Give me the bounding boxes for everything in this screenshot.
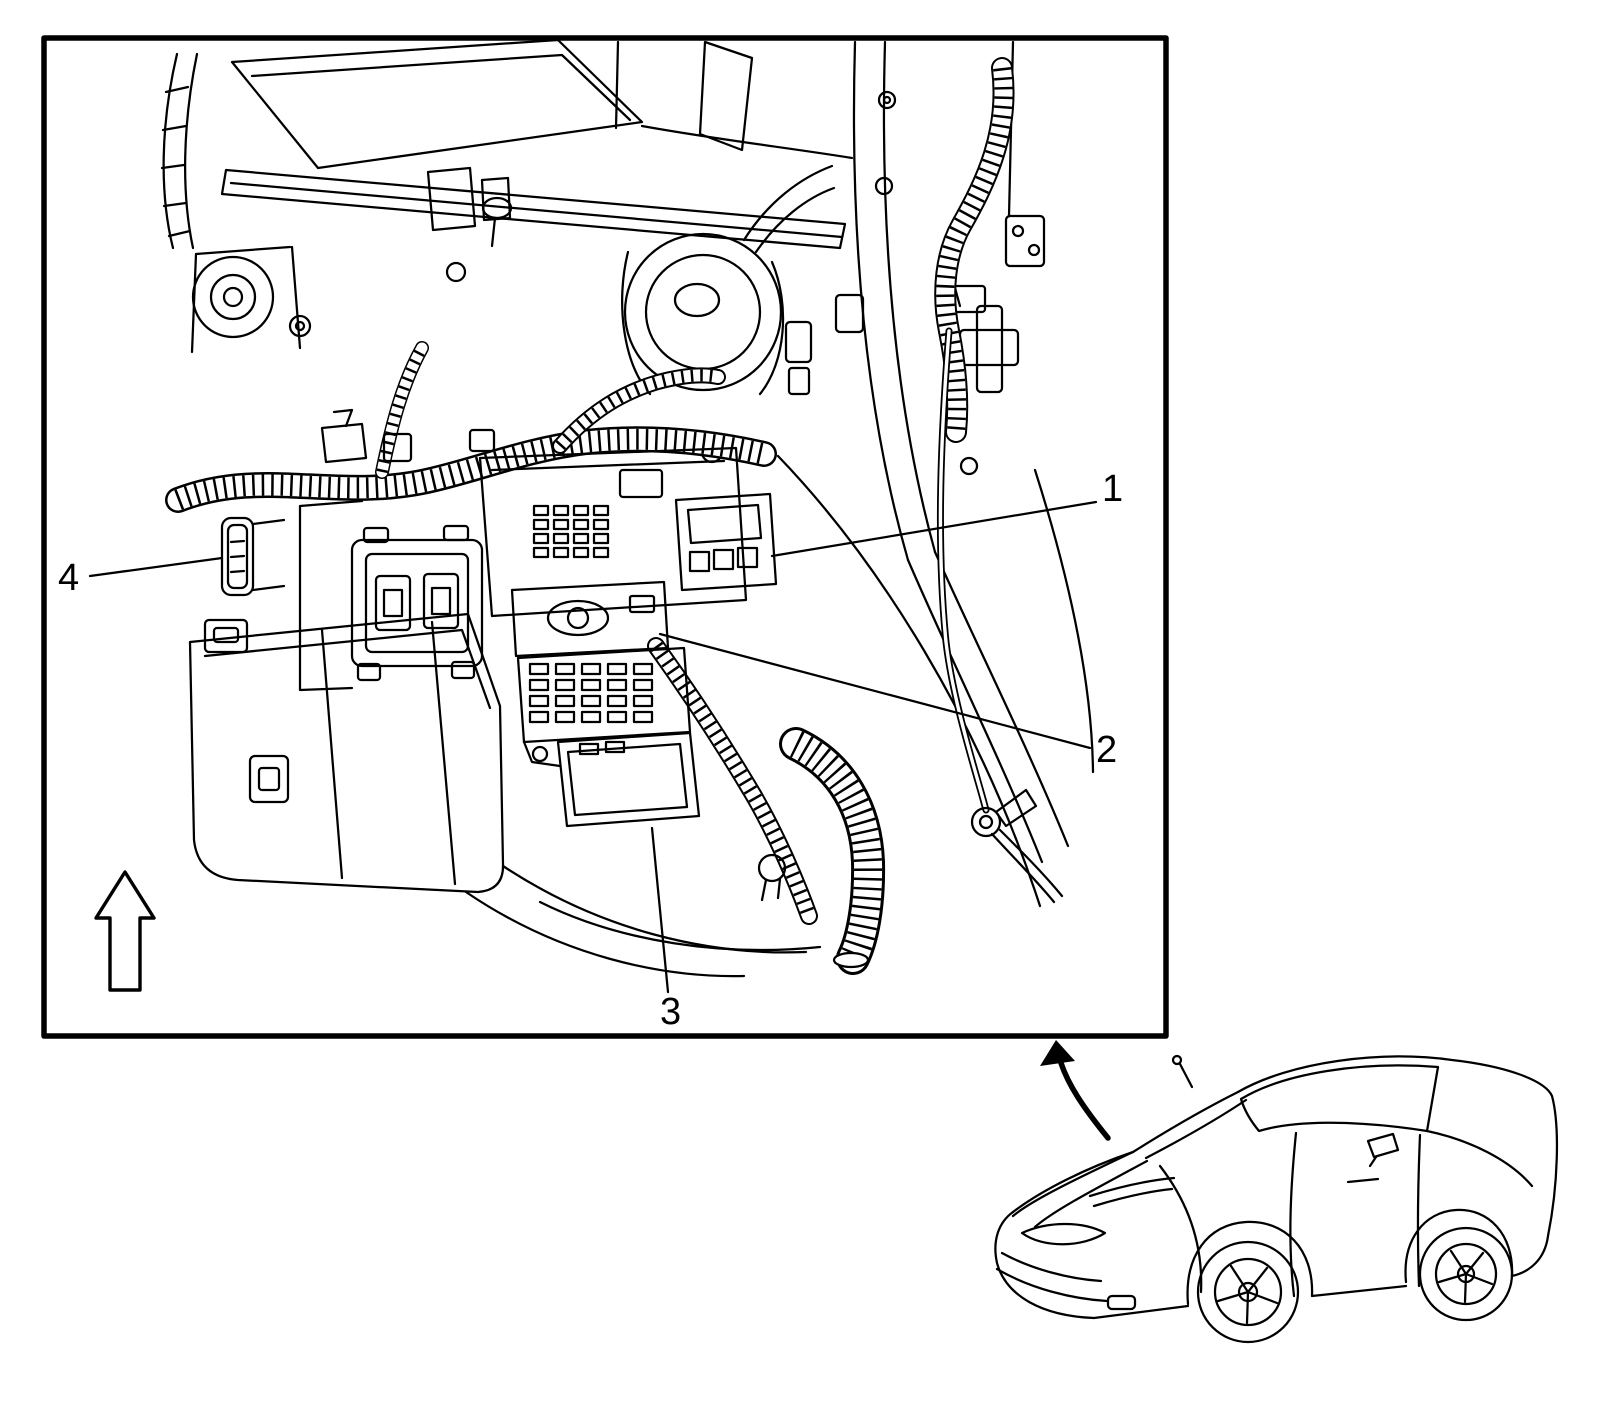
front-wheel xyxy=(1196,1240,1300,1344)
hinge-pillar-structure xyxy=(776,40,1095,908)
floor-lines xyxy=(464,864,822,978)
callout-2: 2 xyxy=(658,632,1117,771)
main-wiring-harness xyxy=(165,426,777,513)
engine-compartment-illustration xyxy=(160,38,1095,978)
relay-block-component-1 xyxy=(674,492,778,592)
callout-4: 4 xyxy=(58,556,224,599)
electrical-center-cover xyxy=(478,446,748,618)
figure-frame xyxy=(41,35,1169,1039)
callout-2-label: 2 xyxy=(1096,729,1117,771)
callout-2-leader xyxy=(658,632,1092,750)
callout-3: 3 xyxy=(650,826,681,1033)
callout-1-label: 1 xyxy=(1102,468,1123,510)
fuse-block-component-2 xyxy=(510,580,692,768)
callout-1-leader xyxy=(770,500,1098,558)
branch-harness-left xyxy=(375,341,429,479)
right-wiring-harness xyxy=(934,57,1015,814)
storage-tray xyxy=(188,612,505,894)
side-connector-component-4 xyxy=(203,516,286,654)
callout-4-label: 4 xyxy=(58,557,79,599)
hose-clamp xyxy=(757,853,787,902)
rear-wheel xyxy=(1418,1226,1514,1322)
callout-1: 1 xyxy=(770,468,1123,558)
up-arrow-icon xyxy=(94,870,156,992)
lower-module-component-3 xyxy=(556,731,701,828)
instrument-panel-structure xyxy=(220,38,854,250)
branch-harness-upper xyxy=(552,367,726,454)
vehicle-outline xyxy=(994,1054,1559,1320)
inline-connectors xyxy=(320,408,496,464)
lower-harness xyxy=(647,637,818,925)
callout-3-label: 3 xyxy=(660,991,681,1033)
callout-3-leader xyxy=(650,826,670,994)
fender-liner xyxy=(160,52,199,250)
corrugated-conduit xyxy=(779,727,886,975)
body-control-module xyxy=(298,499,484,692)
vehicle-inset xyxy=(994,1040,1559,1344)
locator-arrow-icon xyxy=(1040,1040,1111,1141)
callout-4-leader xyxy=(88,556,224,578)
round-grommet xyxy=(190,245,302,354)
ring-terminal xyxy=(970,788,1064,904)
